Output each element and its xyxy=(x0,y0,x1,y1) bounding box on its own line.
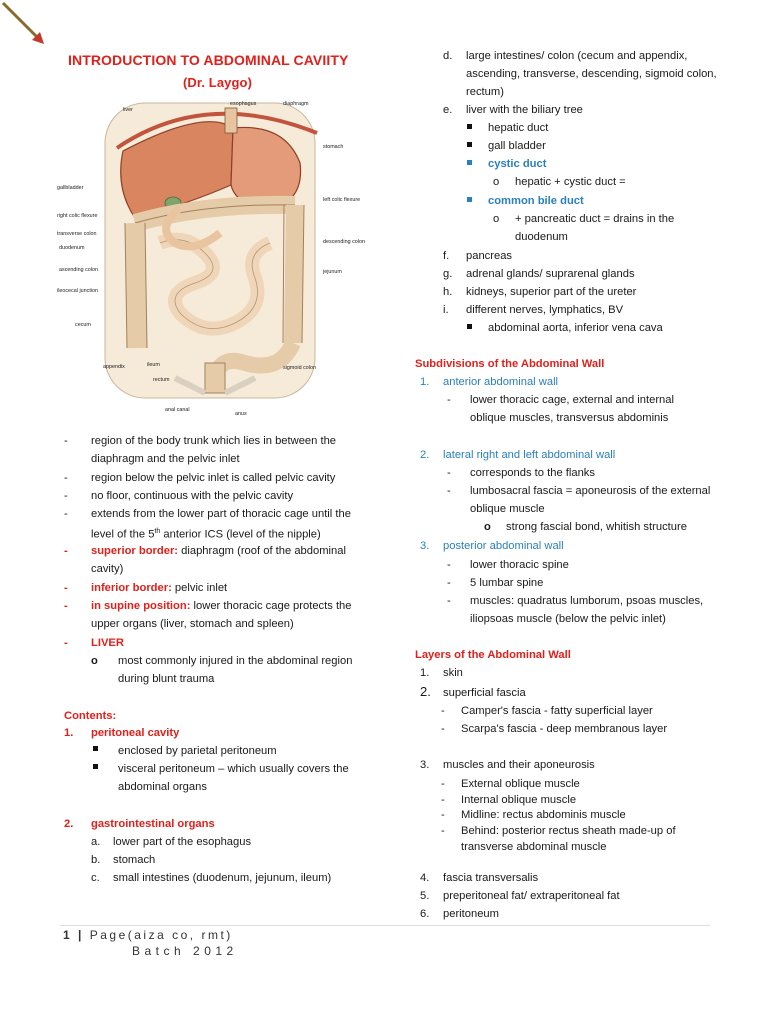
liver-label: LIVER xyxy=(91,637,124,649)
svg-text:rectum: rectum xyxy=(153,377,170,383)
contents-heading: Contents: xyxy=(64,710,117,722)
layers-heading: Layers of the Abdominal Wall xyxy=(415,649,571,661)
general-line-1: region of the body trunk which lies in b… xyxy=(91,435,337,447)
svg-text:anus: anus xyxy=(235,411,247,417)
inferior-border: inferior border: pelvic inlet xyxy=(91,582,228,594)
svg-text:diaphragm: diaphragm xyxy=(283,101,309,107)
svg-text:duodenum: duodenum xyxy=(59,245,85,251)
footer-page: 1 | Page(aiza co, rmt) xyxy=(63,928,233,942)
footer-batch: Batch 2012 xyxy=(132,944,238,958)
svg-text:gallbladder: gallbladder xyxy=(57,185,84,191)
svg-text:ascending colon: ascending colon xyxy=(59,267,98,273)
peritoneal-cavity: peritoneal cavity xyxy=(91,727,180,739)
general-line-5: extends from the lower part of thoracic … xyxy=(91,508,351,520)
gi-organs: gastrointestinal organs xyxy=(91,818,215,830)
common-bile-duct: common bile duct xyxy=(488,195,584,207)
svg-text:cecum: cecum xyxy=(75,322,91,328)
supine-position: in supine position: lower thoracic cage … xyxy=(91,600,352,612)
superior-border: superior border: diaphragm (roof of the … xyxy=(91,545,346,557)
svg-text:transverse colon: transverse colon xyxy=(57,231,97,237)
svg-text:jejunum: jejunum xyxy=(322,269,342,275)
corner-arrow-icon xyxy=(1,1,44,44)
footer-rule xyxy=(60,925,710,926)
svg-text:sigmoid colon: sigmoid colon xyxy=(283,365,316,371)
cystic-duct: cystic duct xyxy=(488,158,547,170)
svg-text:esophagus: esophagus xyxy=(230,101,257,107)
general-line-2: diaphragm and the pelvic inlet xyxy=(91,453,240,465)
subdivisions-heading: Subdivisions of the Abdominal Wall xyxy=(415,358,605,370)
svg-text:appendix: appendix xyxy=(103,364,125,370)
liver-note: most commonly injured in the abdominal r… xyxy=(118,655,353,667)
general-line-4: no floor, continuous with the pelvic cav… xyxy=(91,490,294,502)
page-title: INTRODUCTION TO ABDOMINAL CAVIITY xyxy=(68,52,349,68)
svg-text:ileocecal junction: ileocecal junction xyxy=(57,288,98,294)
general-line-3: region below the pelvic inlet is called … xyxy=(91,472,336,484)
svg-text:liver: liver xyxy=(123,107,133,113)
diagram-labels: liver esophagus diaphragm stomach gallbl… xyxy=(57,101,365,417)
anterior-wall: anterior abdominal wall xyxy=(443,376,559,388)
svg-text:stomach: stomach xyxy=(323,144,343,150)
svg-text:anal canal: anal canal xyxy=(165,407,190,413)
svg-text:descending colon: descending colon xyxy=(323,239,365,245)
diaphragm-shape xyxy=(115,111,318,150)
svg-text:ileum: ileum xyxy=(147,362,160,368)
lateral-wall: lateral right and left abdominal wall xyxy=(443,449,616,461)
liver-shape xyxy=(120,121,234,219)
svg-text:right colic flexure: right colic flexure xyxy=(57,213,97,219)
author: (Dr. Laygo) xyxy=(183,75,252,90)
posterior-wall: posterior abdominal wall xyxy=(443,540,564,552)
abdominal-anatomy-diagram: liver esophagus diaphragm stomach gallbl… xyxy=(57,101,365,417)
svg-text:left colic flexure: left colic flexure xyxy=(323,197,360,203)
general-line-6: level of the 5th anterior ICS (level of … xyxy=(91,528,321,541)
